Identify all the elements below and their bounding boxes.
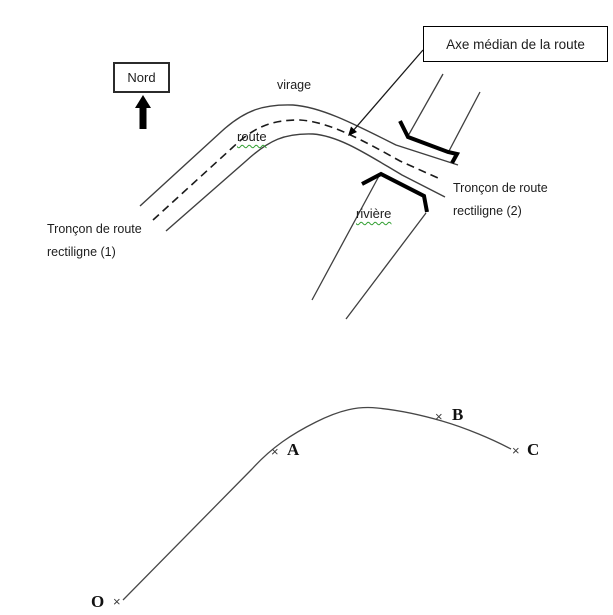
point-label-B: B <box>452 405 464 424</box>
axis-pointer-line <box>351 49 424 133</box>
segment1-label-line1: Tronçon de route <box>47 222 142 236</box>
segment1-label: Tronçon de route rectiligne (1) <box>47 218 142 264</box>
point-marker-O: × <box>113 594 121 609</box>
point-label-C: C <box>527 440 540 459</box>
north-arrow-icon <box>135 95 151 129</box>
segment2-label-line1: Tronçon de route <box>453 181 548 195</box>
river-upper-left-bank <box>407 73 444 137</box>
point-marker-A: × <box>271 444 279 459</box>
segment2-label: Tronçon de route rectiligne (2) <box>453 177 548 223</box>
axis-median-box-label: Axe médian de la route <box>446 36 585 52</box>
bridge-mark-upper <box>398 120 461 164</box>
segment1-label-line2: rectiligne (1) <box>47 245 116 259</box>
point-label-O: O <box>91 592 105 611</box>
point-marker-B: × <box>435 409 443 424</box>
axis-pointer-arrowhead-icon <box>348 126 357 136</box>
bridge-mark-lower <box>361 171 429 213</box>
north-box-label: Nord <box>127 70 156 85</box>
north-box: Nord <box>113 62 170 93</box>
route-label: route <box>237 129 267 144</box>
trajectory-curve <box>122 406 512 601</box>
river-label: rivière <box>356 206 392 221</box>
axis-median-box: Axe médian de la route <box>423 26 608 62</box>
road-upper-edge <box>139 104 459 207</box>
road-lower-edge <box>165 133 446 232</box>
river-upper-right-bank <box>448 91 481 152</box>
river-lower-left-bank <box>311 175 380 301</box>
virage-label: virage <box>277 78 312 92</box>
point-label-A: A <box>287 440 300 459</box>
segment2-label-line2: rectiligne (2) <box>453 204 522 218</box>
road-median-axis-dashed <box>152 119 439 221</box>
point-marker-C: × <box>512 443 520 458</box>
river-lower-right-bank <box>345 212 427 320</box>
